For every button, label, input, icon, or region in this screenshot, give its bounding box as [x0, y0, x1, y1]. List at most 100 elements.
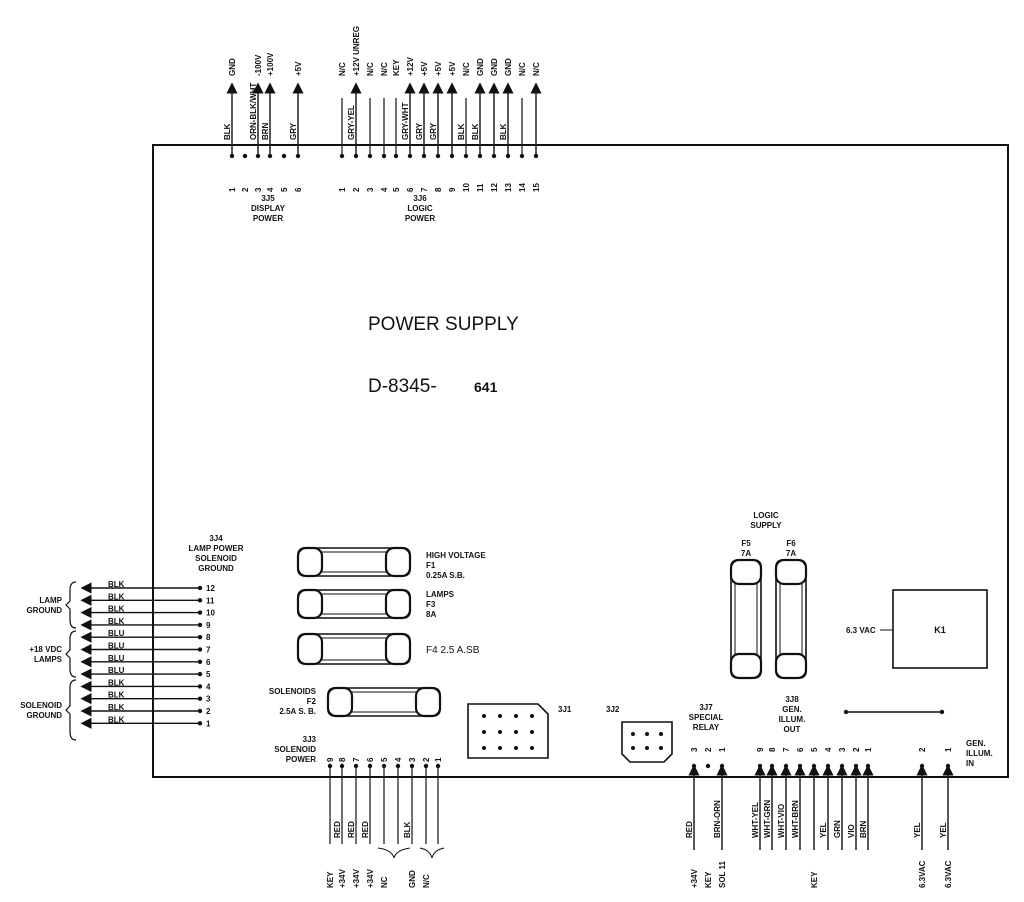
j3-pin-dot: [435, 763, 441, 769]
j4-group-label: GROUND: [26, 711, 62, 720]
j3-pin-number: 5: [380, 757, 389, 762]
j8-title: 3J8 GEN. ILLUM. OUT: [779, 695, 806, 734]
j6-signal: GND: [490, 58, 499, 76]
j6-pin-number: 7: [420, 187, 429, 192]
board-outline: [152, 144, 1009, 778]
j9-signal: 6.3VAC: [944, 860, 953, 888]
j4-pin-dot: [197, 671, 203, 677]
j8-pin-dot: [757, 763, 763, 769]
j4-group-brace: [65, 581, 77, 629]
connector-3j4: 12BLK11BLK10BLK9BLK8BLU7BLU6BLU5BLU4BLK3…: [20, 580, 215, 741]
svg-text:POWER: POWER: [405, 214, 435, 223]
j2-pin: [645, 746, 649, 750]
j2-pin: [631, 732, 635, 736]
j6-pin-number: 5: [392, 187, 401, 192]
j6-pin-dot: [519, 153, 525, 159]
j5-pin-number: 2: [241, 187, 250, 192]
j8-pin-dot: [853, 763, 859, 769]
svg-text:IN: IN: [966, 759, 974, 768]
j6-title: 3J6 LOGIC POWER: [405, 194, 435, 223]
j6-signal: +5V: [448, 61, 457, 76]
j9-pin-number: 2: [918, 747, 927, 752]
j8-pin-number: 3: [838, 747, 847, 752]
svg-text:HIGH VOLTAGE: HIGH VOLTAGE: [426, 551, 486, 560]
j3-pin-dot: [423, 763, 429, 769]
j6-signal: N/C: [338, 62, 347, 76]
j3-wire-color: RED: [361, 821, 370, 838]
j7-wire-color: RED: [685, 821, 694, 838]
j7-wire-color: BRN-ORN: [713, 800, 722, 838]
j6-pin-number: 2: [352, 187, 361, 192]
j3-pin-number: 9: [326, 757, 335, 762]
svg-text:7A: 7A: [786, 549, 796, 558]
j6-pin-dot: [477, 153, 483, 159]
j5-pin-dot: [281, 153, 287, 159]
j6-pin-number: 12: [490, 183, 499, 192]
j8-wire-color: BRN: [859, 820, 868, 838]
j8-pin-dot: [825, 763, 831, 769]
j4-pin-dot: [197, 585, 203, 591]
svg-text:SOLENOID: SOLENOID: [195, 554, 237, 563]
j6-signal: N/C: [532, 62, 541, 76]
j8-pin-number: 8: [768, 747, 777, 752]
j6-pin-number: 6: [406, 187, 415, 192]
svg-text:LOGIC: LOGIC: [407, 204, 433, 213]
j3-brace: [419, 847, 445, 859]
svg-text:3J4: 3J4: [209, 534, 223, 543]
svg-text:SPECIAL: SPECIAL: [689, 713, 724, 722]
fuse-f5: F5 7A: [729, 539, 763, 680]
j4-title: 3J4 LAMP POWER SOLENOID GROUND: [189, 534, 244, 573]
j8-wire-color: WHT-GRN: [763, 800, 772, 838]
j4-wire-color: BLK: [108, 592, 125, 601]
j6-signal: +5V: [434, 61, 443, 76]
fuse-f2: SOLENOIDS F2 2.5A S. B.: [269, 686, 442, 718]
j4-group-label: LAMP: [39, 596, 62, 605]
svg-text:ILLUM.: ILLUM.: [779, 715, 806, 724]
j4-wire-color: BLK: [108, 678, 125, 687]
j9-wire-color: YEL: [939, 822, 948, 838]
j6-pin-dot: [421, 153, 427, 159]
j6-pin-number: 10: [462, 183, 471, 192]
j6-signal: N/C: [380, 62, 389, 76]
j6-signal: N/C: [366, 62, 375, 76]
j6-signal: +12V: [406, 56, 415, 76]
j5-signal: +5V: [294, 61, 303, 76]
j6-signal: GND: [476, 58, 485, 76]
connector-3j8: 9WHT-YEL8WHT-GRN7WHT-VIO6WHT-BRN5KEY4YEL…: [751, 747, 874, 888]
svg-text:F3: F3: [426, 600, 436, 609]
logic-supply-label: LOGIC SUPPLY: [750, 511, 782, 530]
j1-pin: [498, 730, 502, 734]
j7-signal: KEY: [704, 871, 713, 888]
j4-wire-color: BLU: [108, 666, 125, 675]
j8-pin-number: 5: [810, 747, 819, 752]
svg-text:GEN.: GEN.: [782, 705, 802, 714]
j5-signal: -100V: [254, 54, 263, 76]
j9-title: GEN. ILLUM. IN: [966, 739, 993, 768]
j3-pin-dot: [381, 763, 387, 769]
j4-group-brace: [65, 630, 77, 678]
j9-wire-color: YEL: [913, 822, 922, 838]
j4-wire-color: BLK: [108, 715, 125, 724]
svg-text:0.25A S.B.: 0.25A S.B.: [426, 571, 465, 580]
j1-pin: [514, 730, 518, 734]
j3-wire-color: BLK: [403, 821, 412, 838]
svg-text:RELAY: RELAY: [693, 723, 720, 732]
svg-text:POWER: POWER: [253, 214, 283, 223]
j8-pin-dot: [839, 763, 845, 769]
j4-wire-color: BLK: [108, 580, 125, 589]
j4-wire-color: BLU: [108, 654, 125, 663]
j7-pin-number: 3: [690, 747, 699, 752]
j3-pin-number: 4: [394, 757, 403, 762]
j4-wire-color: BLU: [108, 629, 125, 638]
j6-wire-color: BLK: [471, 123, 480, 140]
j6-signal: N/C: [462, 62, 471, 76]
j6-pin-dot: [407, 153, 413, 159]
j7-pin-number: 1: [718, 747, 727, 752]
j5-wire-color: GRY: [289, 122, 298, 140]
j6-pin-number: 1: [338, 187, 347, 192]
svg-text:2.5A S. B.: 2.5A S. B.: [279, 707, 316, 716]
j6-wire-color: GRY-WHT: [401, 102, 410, 140]
